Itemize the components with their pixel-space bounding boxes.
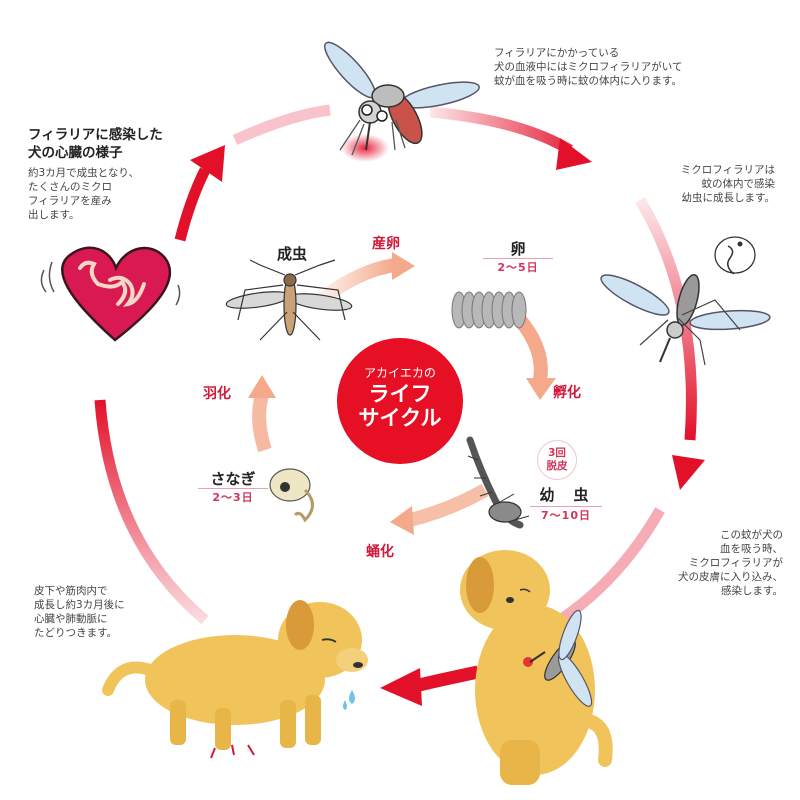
heart-heading: フィラリアに感染した 犬の心臓の様子 <box>28 127 163 161</box>
adult-mosquito-icon <box>225 259 353 341</box>
stage-egg-label: 卵 <box>510 240 526 258</box>
larva-icon <box>466 436 530 529</box>
arrow-top-right <box>429 106 592 170</box>
mosquito-biting-icon <box>324 41 480 162</box>
molt-badge: 3回 脱皮 <box>537 440 577 480</box>
center-title-circle: アカイエカの ライフ サイクル <box>337 338 463 464</box>
arrow-bottom-left <box>380 665 480 706</box>
arrow-bottom-right <box>556 507 665 625</box>
transition-oviposition: 産卵 <box>372 236 400 252</box>
center-title-line2: サイクル <box>358 406 442 430</box>
stage-pupa-days: 2～3日 <box>198 488 268 505</box>
arrow-top-left <box>174 104 331 242</box>
pupa-icon <box>269 468 314 523</box>
transition-pupation: 蛹化 <box>366 544 394 560</box>
bitten-dog-icon <box>460 550 613 785</box>
center-subtitle: アカイエカの <box>364 366 436 380</box>
stage-adult-label: 成虫 <box>276 245 307 263</box>
stage-larva-label: 幼 虫 <box>539 486 591 504</box>
note-heart-adults: 約3カ月で成虫となり、 たくさんのミクロ フィラリアを産み 出します。 <box>28 167 139 221</box>
center-title: ライフ サイクル <box>337 382 463 430</box>
transition-emergence: 羽化 <box>203 386 231 402</box>
note-migration: 皮下や筋肉内で 成長し約3カ月後に 心臓や肺動脈に たどりつきます。 <box>34 585 125 639</box>
stage-pupa-label: さなぎ <box>210 470 256 488</box>
stage-egg-days: 2～5日 <box>483 258 553 275</box>
arrow-left-up <box>94 399 209 625</box>
eggs-icon <box>451 291 527 329</box>
inner-cycle-arrows <box>248 252 556 535</box>
stage-larva-days: 7～10日 <box>530 506 602 523</box>
sick-dog-icon <box>102 600 368 759</box>
center-title-line1: ライフ <box>368 382 432 406</box>
transition-hatching: 孵化 <box>553 385 581 401</box>
note-mosquito-development: ミクロフィラリアは 蚊の体内で感染 幼虫に成長します。 <box>680 164 775 204</box>
note-dog-infection: この蚊が犬の 血を吸う時、 ミクロフィラリアが 犬の皮膚に入り込み、 感染します… <box>678 529 783 597</box>
note-blood-infection: フィラリアにかかっている 犬の血液中にはミクロフィラリアがいて 蚊が血を吸う時に… <box>494 47 683 87</box>
infected-mosquito-icon <box>600 236 771 366</box>
infected-heart-icon <box>40 246 181 342</box>
